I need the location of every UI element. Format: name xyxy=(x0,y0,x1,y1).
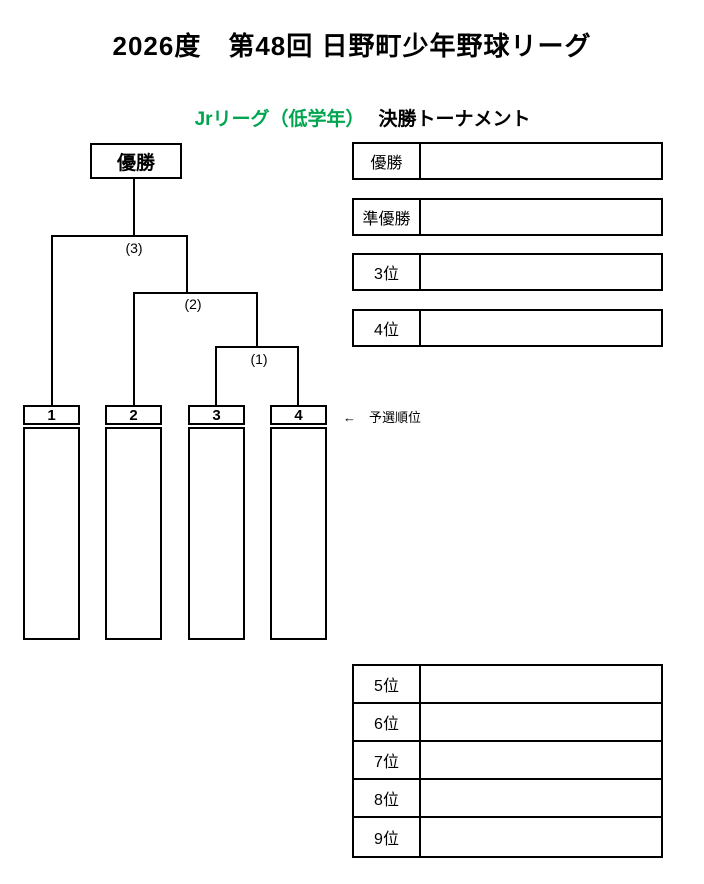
seed-2-team-box[interactable] xyxy=(105,427,162,640)
rank-label-9th: 9位 xyxy=(354,818,421,856)
rank-value-8th[interactable] xyxy=(421,780,661,816)
bracket-champion-box: 優勝 xyxy=(90,143,182,179)
seed4-v-line xyxy=(297,347,299,406)
result-label-4th: 4位 xyxy=(354,311,421,345)
rank-label-6th: 6位 xyxy=(354,704,421,740)
result-value-champion[interactable] xyxy=(421,144,661,178)
rank-value-7th[interactable] xyxy=(421,742,661,778)
result-label-champion: 優勝 xyxy=(354,144,421,178)
match3-drop-line xyxy=(186,236,188,294)
rank-label-7th: 7位 xyxy=(354,742,421,778)
rank-value-6th[interactable] xyxy=(421,704,661,740)
seed-2-header: 2 xyxy=(105,405,162,425)
seed2-v-line xyxy=(133,293,135,406)
seed3-v-line xyxy=(215,347,217,406)
seed-1-header: 1 xyxy=(23,405,80,425)
result-value-4th[interactable] xyxy=(421,311,661,345)
rank-row-7th: 7位 xyxy=(354,742,661,780)
result-box-3rd: 3位 xyxy=(352,253,663,291)
page-subtitle: Jrリーグ（低学年） 決勝トーナメント xyxy=(0,82,704,153)
match3-h-line xyxy=(51,235,188,237)
seed-3-team-box[interactable] xyxy=(188,427,245,640)
result-box-4th: 4位 xyxy=(352,309,663,347)
lower-rank-table: 5位 6位 7位 8位 9位 xyxy=(352,664,663,858)
subtitle-event: 決勝トーナメント xyxy=(378,109,531,130)
seed-4-team-box[interactable] xyxy=(270,427,327,640)
match2-drop-line xyxy=(256,293,258,348)
result-box-champion: 優勝 xyxy=(352,142,663,180)
result-value-runner-up[interactable] xyxy=(421,200,661,234)
rank-row-9th: 9位 xyxy=(354,818,661,856)
rank-row-5th: 5位 xyxy=(354,666,661,704)
match-label-3: (3) xyxy=(125,240,143,256)
match1-h-line xyxy=(215,346,299,348)
page-title: 2026度 第48回 日野町少年野球リーグ xyxy=(112,31,592,61)
result-value-3rd[interactable] xyxy=(421,255,661,289)
result-box-runner-up: 準優勝 xyxy=(352,198,663,236)
rank-value-9th[interactable] xyxy=(421,818,661,856)
rank-row-8th: 8位 xyxy=(354,780,661,818)
result-label-3rd: 3位 xyxy=(354,255,421,289)
seed-note: ← 予選順位 xyxy=(343,410,422,425)
seed-3-header: 3 xyxy=(188,405,245,425)
seed1-v-line xyxy=(51,236,53,406)
seed-4-header: 4 xyxy=(270,405,327,425)
rank-value-5th[interactable] xyxy=(421,666,661,702)
rank-label-5th: 5位 xyxy=(354,666,421,702)
bracket-champion-label: 優勝 xyxy=(116,152,155,174)
champion-connector-line xyxy=(133,179,135,237)
match-label-2: (2) xyxy=(184,296,202,312)
rank-label-8th: 8位 xyxy=(354,780,421,816)
match2-h-line xyxy=(133,292,258,294)
rank-row-6th: 6位 xyxy=(354,704,661,742)
subtitle-league: Jrリーグ（低学年） xyxy=(194,109,365,130)
match-label-1: (1) xyxy=(250,351,268,367)
result-label-runner-up: 準優勝 xyxy=(354,200,421,234)
seed-1-team-box[interactable] xyxy=(23,427,80,640)
